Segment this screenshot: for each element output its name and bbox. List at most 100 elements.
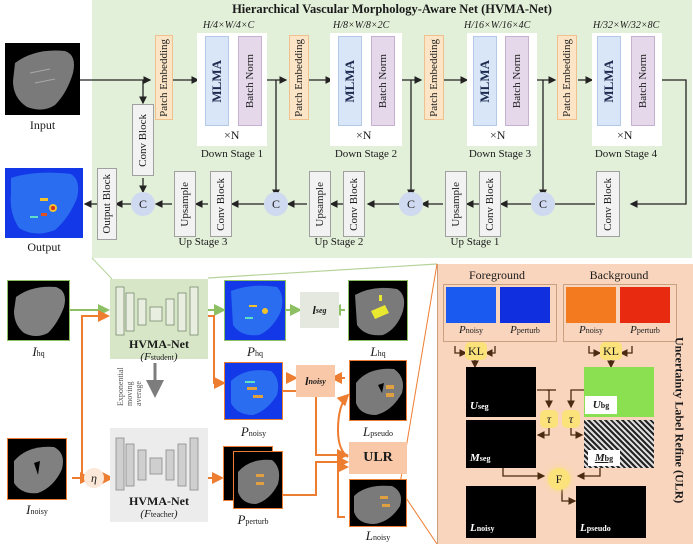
patch-embedding-label: Patch Embedding (428, 38, 440, 117)
batch-norm-2: Batch Norm (371, 36, 395, 126)
u-seg-image (466, 367, 536, 417)
upsample-stage-3: Upsample (174, 171, 196, 237)
u-bg-sub: bg (600, 400, 610, 410)
mlma-label: MLMA (601, 59, 616, 103)
down-stage-4-label: Down Stage 4 (594, 148, 658, 160)
concat-node-0: C (131, 192, 155, 216)
output-label: Output (27, 240, 61, 254)
fg-p-noisy-main: P (458, 324, 466, 336)
down-stage-1-dims: H/4×W/4×C (203, 20, 255, 31)
conv-block-up-1: Conv Block (479, 171, 501, 237)
ema-label-line-3: average (134, 381, 143, 406)
unet-icon-student (115, 286, 199, 336)
skip-conv-block: Conv Block (132, 104, 154, 176)
i-hq-label: Ihq (7, 344, 70, 360)
label-hq (355, 287, 405, 336)
seg-loss-main: l (312, 302, 316, 317)
hvma-net-title: Hierarchical Vascular Morphology-Aware N… (232, 2, 552, 16)
p-noisy-sub: noisy (248, 429, 267, 438)
ulr-l-noisy-main: L (470, 522, 477, 534)
p-hq-image (224, 280, 286, 341)
ema-label-line-2: moving (125, 381, 134, 406)
eta-perturbation-node: η (84, 468, 104, 488)
upsample-label: Upsample (314, 181, 326, 227)
down-stage-1-label: Down Stage 1 (200, 148, 264, 160)
foreground-group (443, 284, 557, 342)
l-hq-sub: hq (377, 349, 386, 358)
p-hq-main: P (247, 344, 255, 359)
bg-tau-node: τ (562, 410, 580, 428)
conv-block-label: Conv Block (215, 177, 227, 231)
prediction-noisy (231, 370, 279, 415)
mlma-block-4: MLMA (597, 36, 621, 126)
repeat-n-4: ×N (617, 128, 633, 142)
liver-ct-slice (13, 50, 74, 110)
conv-block-label: Conv Block (137, 113, 149, 167)
hvma-connectors (80, 76, 687, 208)
patch-embedding-label: Patch Embedding (158, 38, 170, 117)
p-perturb-main: P (237, 512, 246, 527)
patch-embedding-label: Patch Embedding (561, 38, 573, 117)
l-hq-label: Lhq (348, 344, 408, 360)
p-noisy-label: Pnoisy (224, 424, 283, 440)
batch-norm-4: Batch Norm (631, 36, 655, 126)
fg-tau-node: τ (540, 410, 558, 428)
bg-p-perturb-main: P (630, 324, 637, 336)
i-noisy-label: Inoisy (7, 502, 67, 518)
conv-block-up-2: Conv Block (343, 171, 365, 237)
background-group (563, 284, 677, 342)
ulr-l-pseudo-image (576, 486, 646, 538)
foreground-heading: Foreground (469, 268, 525, 282)
prediction-perturb (238, 459, 280, 504)
fg-kl-node: KL (465, 342, 487, 360)
down-stage-2-dims: H/8×W/8×2C (333, 20, 390, 31)
bg-kl-node: KL (600, 342, 622, 360)
patch-embedding-1: Patch Embedding (155, 35, 173, 120)
input-image (5, 43, 80, 115)
teacher-fn: (Fteacher) (110, 508, 208, 520)
down-stage-4-dims: H/32×W/32×8C (593, 20, 660, 31)
output-block-label: Output Block (101, 174, 113, 234)
output-block: Output Block (97, 168, 117, 240)
fg-p-perturb-sub: perturb (516, 326, 540, 335)
p-hq-label: Phq (224, 344, 286, 360)
liver-ct-hq (14, 286, 65, 336)
noisy-loss-main: l (305, 373, 309, 388)
ulr-module-box: ULR (349, 442, 407, 474)
unet-icon-teacher (115, 437, 199, 491)
l-hq-main: L (370, 344, 378, 359)
down-stage-2-label: Down Stage 2 (334, 148, 398, 160)
mlma-label: MLMA (477, 59, 492, 103)
bg-p-noisy-main: P (578, 324, 586, 336)
i-noisy-sub: noisy (30, 507, 48, 516)
m-seg-label: Mseg (470, 452, 490, 464)
teacher-fn-main: (F (140, 508, 151, 520)
up-stage-2-label: Up Stage 2 (314, 236, 364, 248)
l-noisy-main: L (365, 528, 373, 543)
repeat-n-2: ×N (356, 128, 372, 142)
bg-p-perturb-label: Pperturb (620, 324, 670, 336)
up-stage-3-label: Up Stage 3 (178, 236, 228, 248)
ulr-vertical-title: Uncertainty Label Refine (ULR) (668, 300, 690, 540)
p-noisy-image (224, 362, 283, 420)
fg-p-perturb-main: P (510, 324, 517, 336)
ulr-l-noisy-sub: noisy (476, 524, 495, 533)
conv-block-label: Conv Block (484, 177, 496, 231)
repeat-n-1: ×N (224, 128, 240, 142)
upsample-label: Upsample (179, 181, 191, 227)
conv-block-label: Conv Block (348, 177, 360, 231)
student-fn: (Fstudent) (110, 351, 208, 363)
teacher-fn-close: ) (173, 508, 178, 520)
l-pseudo-main: L (363, 424, 371, 439)
fg-p-perturb-image (500, 287, 550, 323)
upsample-label: Upsample (450, 181, 462, 227)
patch-embedding-3: Patch Embedding (424, 35, 444, 120)
fuse-node: F (548, 468, 570, 490)
ulr-l-pseudo-sub: pseudo (586, 524, 611, 533)
ema-label: Exponential moving average (116, 364, 150, 406)
bg-p-perturb-sub: perturb (636, 326, 660, 335)
teacher-fn-sub: teacher (150, 510, 174, 519)
